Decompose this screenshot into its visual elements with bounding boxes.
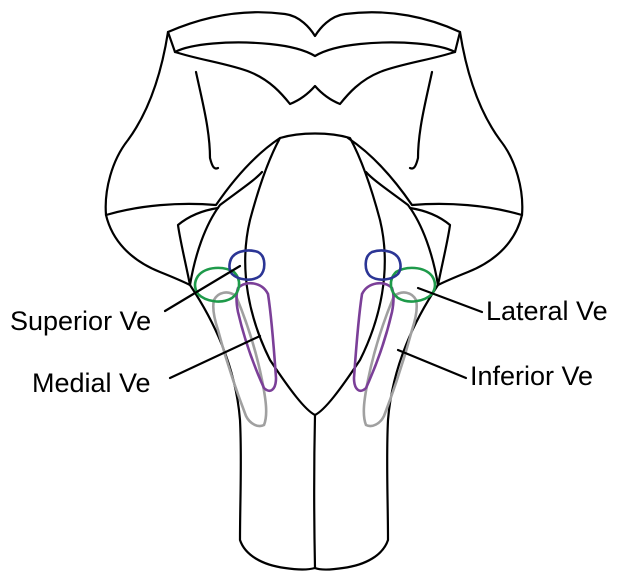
medulla-midline [314, 415, 315, 568]
medulla-left-side [190, 285, 315, 570]
midbrain-inner-arch [175, 52, 455, 104]
medial-nucleus-right [354, 283, 394, 391]
midbrain-top-rim [168, 12, 460, 56]
label-superior-ve: Superior Ve [10, 306, 151, 336]
lateral-lobe-right [366, 172, 522, 285]
label-inferior-ve: Inferior Ve [470, 361, 593, 391]
peduncle-outer-outline [106, 32, 280, 215]
vestibular-nuclei-right [354, 250, 435, 426]
peduncle-curl-left [196, 72, 218, 169]
inferior-nucleus-left [213, 293, 266, 426]
fourth-ventricle-floor [245, 134, 385, 416]
medulla-right-side [315, 285, 438, 570]
leader-medial [170, 336, 260, 378]
lateral-lobe-left-inner [178, 208, 218, 285]
leader-inferior [398, 350, 466, 378]
peduncle-curl-right [410, 72, 432, 169]
peduncle-outer-outline-right [348, 32, 522, 215]
brainstem-outline [106, 12, 523, 569]
vestibular-nuclei-left [195, 250, 276, 426]
label-medial-ve: Medial Ve [32, 368, 151, 398]
label-lateral-ve: Lateral Ve [486, 296, 608, 326]
